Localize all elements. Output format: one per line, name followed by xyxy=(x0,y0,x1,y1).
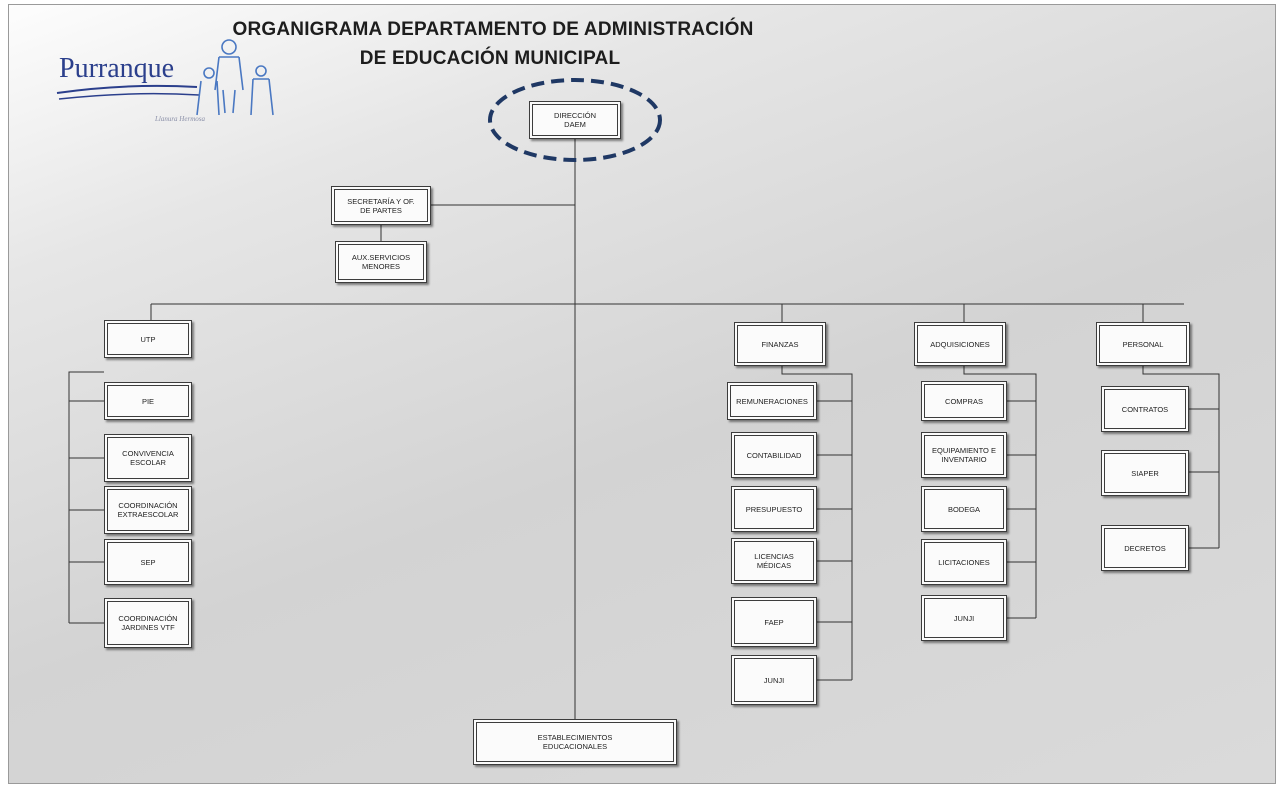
highlight-ellipse xyxy=(488,78,662,162)
org-chart-canvas: Purranque Llanura Hermosa ORGANIGRAMA DE… xyxy=(8,4,1276,784)
node-coordinacion-jardines: COORDINACIÓN JARDINES VTF xyxy=(104,598,192,648)
node-presupuesto: PRESUPUESTO xyxy=(731,486,817,532)
node-coordinacion-extraescolar: COORDINACIÓN EXTRAESCOLAR xyxy=(104,486,192,534)
node-equipamiento-inventario: EQUIPAMIENTO E INVENTARIO xyxy=(921,432,1007,478)
adquisiciones-child-ticks xyxy=(1002,400,1036,619)
logo-tagline: Llanura Hermosa xyxy=(155,115,205,123)
finanzas-child-ticks xyxy=(812,400,852,681)
node-compras: COMPRAS xyxy=(921,381,1007,421)
node-contratos: CONTRATOS xyxy=(1101,386,1189,432)
purranque-logo: Purranque Llanura Hermosa xyxy=(47,35,287,135)
node-adquisiciones: ADQUISICIONES xyxy=(914,322,1006,366)
family-figures-icon xyxy=(56,39,274,116)
node-contabilidad: CONTABILIDAD xyxy=(731,432,817,478)
node-faep: FAEP xyxy=(731,597,817,647)
node-secretaria: SECRETARÍA Y OF. DE PARTES xyxy=(331,186,431,225)
adquisiciones-bracket xyxy=(963,366,1037,618)
utp-bracket xyxy=(68,371,104,623)
personal-child-ticks xyxy=(1185,408,1219,549)
node-finanzas: FINANZAS xyxy=(734,322,826,366)
chart-title-line1: ORGANIGRAMA DEPARTAMENTO DE ADMINISTRACI… xyxy=(232,19,754,40)
logo-text: Purranque xyxy=(59,53,175,84)
node-personal: PERSONAL xyxy=(1096,322,1190,366)
node-aux-servicios: AUX.SERVICIOS MENORES xyxy=(335,241,427,283)
node-licencias-medicas: LICENCIAS MÉDICAS xyxy=(731,538,817,584)
connector-lines xyxy=(68,78,1220,719)
node-utp: UTP xyxy=(104,320,192,358)
utp-child-ticks xyxy=(69,400,104,624)
finanzas-bracket xyxy=(781,366,853,680)
node-siaper: SIAPER xyxy=(1101,450,1189,496)
chart-title-line2: DE EDUCACIÓN MUNICIPAL xyxy=(359,48,621,69)
node-licitaciones: LICITACIONES xyxy=(921,539,1007,585)
node-remuneraciones: REMUNERACIONES xyxy=(727,382,817,420)
node-junji-adquisiciones: JUNJI xyxy=(921,595,1007,641)
node-direccion: DIRECCIÓN DAEM xyxy=(529,101,621,139)
node-pie: PIE xyxy=(104,382,192,420)
node-sep: SEP xyxy=(104,539,192,585)
node-establecimientos: ESTABLECIMIENTOS EDUCACIONALES xyxy=(473,719,677,765)
node-convivencia-escolar: CONVIVENCIA ESCOLAR xyxy=(104,434,192,482)
node-junji-finanzas: JUNJI xyxy=(731,655,817,705)
personal-bracket xyxy=(1142,366,1220,548)
node-bodega: BODEGA xyxy=(921,486,1007,532)
node-decretos: DECRETOS xyxy=(1101,525,1189,571)
